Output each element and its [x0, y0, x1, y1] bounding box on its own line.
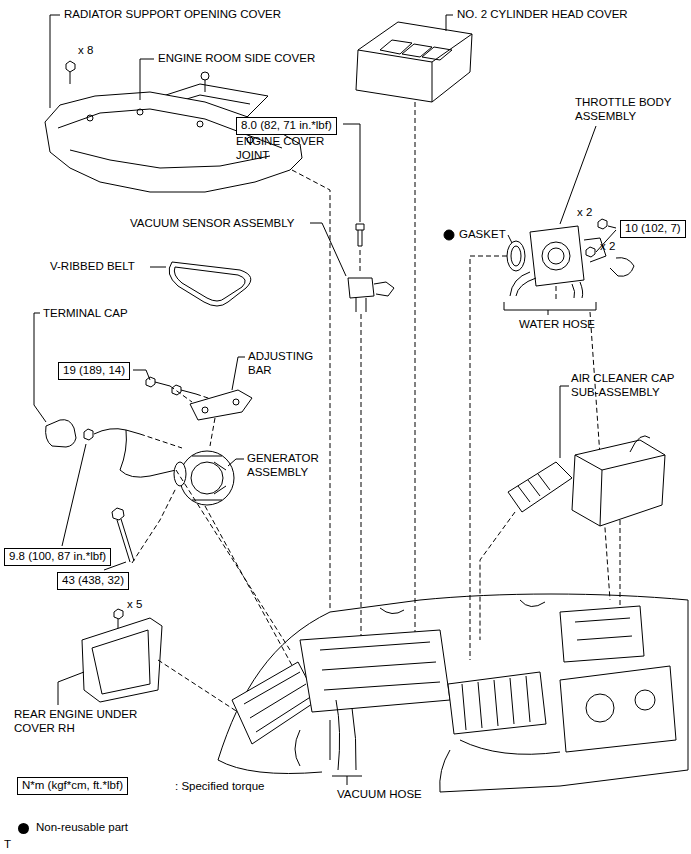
- torque-value: 9.8 (100, 87 in.*lbf): [9, 550, 106, 564]
- nut: [84, 429, 93, 440]
- legend-torque-box: N*m (kgf*cm, ft.*lbf): [17, 777, 128, 795]
- bolt-shank: [205, 80, 206, 92]
- water-hose: [572, 282, 583, 298]
- legend-swatch: [18, 823, 29, 834]
- bolt: [586, 247, 595, 257]
- torque-value: 19 (189, 14): [63, 364, 125, 378]
- legend-text: : Specified torque: [175, 780, 265, 794]
- leader-line: [508, 235, 512, 243]
- leader-line: [228, 459, 244, 466]
- v-ribbed-belt: [169, 262, 251, 306]
- figure-code: T: [4, 838, 11, 852]
- part-label: V-RIBBED BELT: [50, 260, 135, 274]
- leader-line: [34, 313, 46, 422]
- terminal-cap: [46, 420, 76, 447]
- engine-cover-joint: [356, 224, 364, 230]
- adjusting-bar: [190, 390, 252, 420]
- part-label: ENGINE ROOM SIDE COVER: [158, 52, 315, 66]
- quantity-label: x 8: [78, 44, 93, 58]
- part-label: AIR CLEANER CAP SUB-ASSEMBLY: [571, 372, 687, 400]
- part-label: ENGINE COVER JOINT: [236, 135, 336, 163]
- leader-line: [310, 223, 346, 276]
- water-hose: [510, 272, 536, 296]
- part-label: VACUUM SENSOR ASSEMBLY: [130, 217, 294, 231]
- leader-line: [560, 386, 569, 458]
- torque-value: 10 (102, 7): [625, 222, 681, 236]
- part-label: THROTTLE BODY ASSEMBLY: [575, 96, 687, 124]
- torque-box: 43 (438, 32): [57, 572, 129, 590]
- leader-line: [343, 124, 360, 222]
- throttle-body: [530, 226, 584, 286]
- bolt: [112, 508, 124, 520]
- quantity-label: x 5: [127, 598, 142, 612]
- vacuum-hose: [336, 700, 356, 770]
- bracket: [504, 302, 596, 315]
- part-label: REAR ENGINE UNDER COVER RH: [14, 708, 154, 736]
- part-label: ADJUSTING BAR: [248, 350, 328, 378]
- leader-line: [62, 444, 86, 546]
- leader-line: [140, 59, 154, 100]
- part-label: VACUUM HOSE: [337, 788, 422, 802]
- leader-line: [446, 15, 453, 31]
- leader-line: [58, 672, 84, 705]
- legend-text: Non-reusable part: [36, 821, 128, 835]
- leader-line: [560, 126, 596, 224]
- part-label: WATER HOSE: [519, 318, 595, 332]
- bolt: [201, 72, 209, 80]
- torque-box: 8.0 (82, 71 in.*lbf): [236, 117, 337, 135]
- bolt: [66, 61, 75, 72]
- torque-box: 9.8 (100, 87 in.*lbf): [4, 548, 111, 566]
- quantity-label: x 2: [577, 206, 592, 220]
- leader-line: [150, 267, 166, 268]
- quantity-label: x 2: [600, 240, 615, 254]
- part-label: NO. 2 CYLINDER HEAD COVER: [457, 8, 628, 22]
- non-reusable-mark: [444, 230, 454, 240]
- part-label: GASKET: [459, 228, 506, 242]
- engine-bay: [218, 594, 688, 792]
- torque-box: 10 (102, 7): [620, 220, 686, 238]
- vacuum-sensor: [348, 278, 374, 298]
- bolt: [146, 377, 155, 387]
- air-cleaner: [572, 440, 665, 526]
- torque-box: 19 (189, 14): [58, 362, 130, 380]
- nut: [598, 219, 607, 229]
- generator: [180, 451, 234, 505]
- torque-value: 43 (438, 32): [62, 574, 124, 588]
- bolt: [114, 609, 123, 619]
- part-label: TERMINAL CAP: [43, 307, 128, 321]
- cylinder-head-cover: [356, 22, 472, 102]
- gasket: [507, 241, 525, 271]
- bracket: [332, 776, 362, 785]
- torque-value: 8.0 (82, 71 in.*lbf): [241, 119, 332, 133]
- under-cover: [82, 618, 162, 702]
- part-label: RADIATOR SUPPORT OPENING COVER: [64, 8, 281, 22]
- wire: [94, 429, 176, 477]
- leader-line: [50, 15, 60, 108]
- part-label: GENERATOR ASSEMBLY: [247, 452, 337, 480]
- air-duct: [508, 462, 572, 512]
- torque-value: N*m (kgf*cm, ft.*lbf): [22, 779, 123, 793]
- leader-line: [232, 357, 245, 390]
